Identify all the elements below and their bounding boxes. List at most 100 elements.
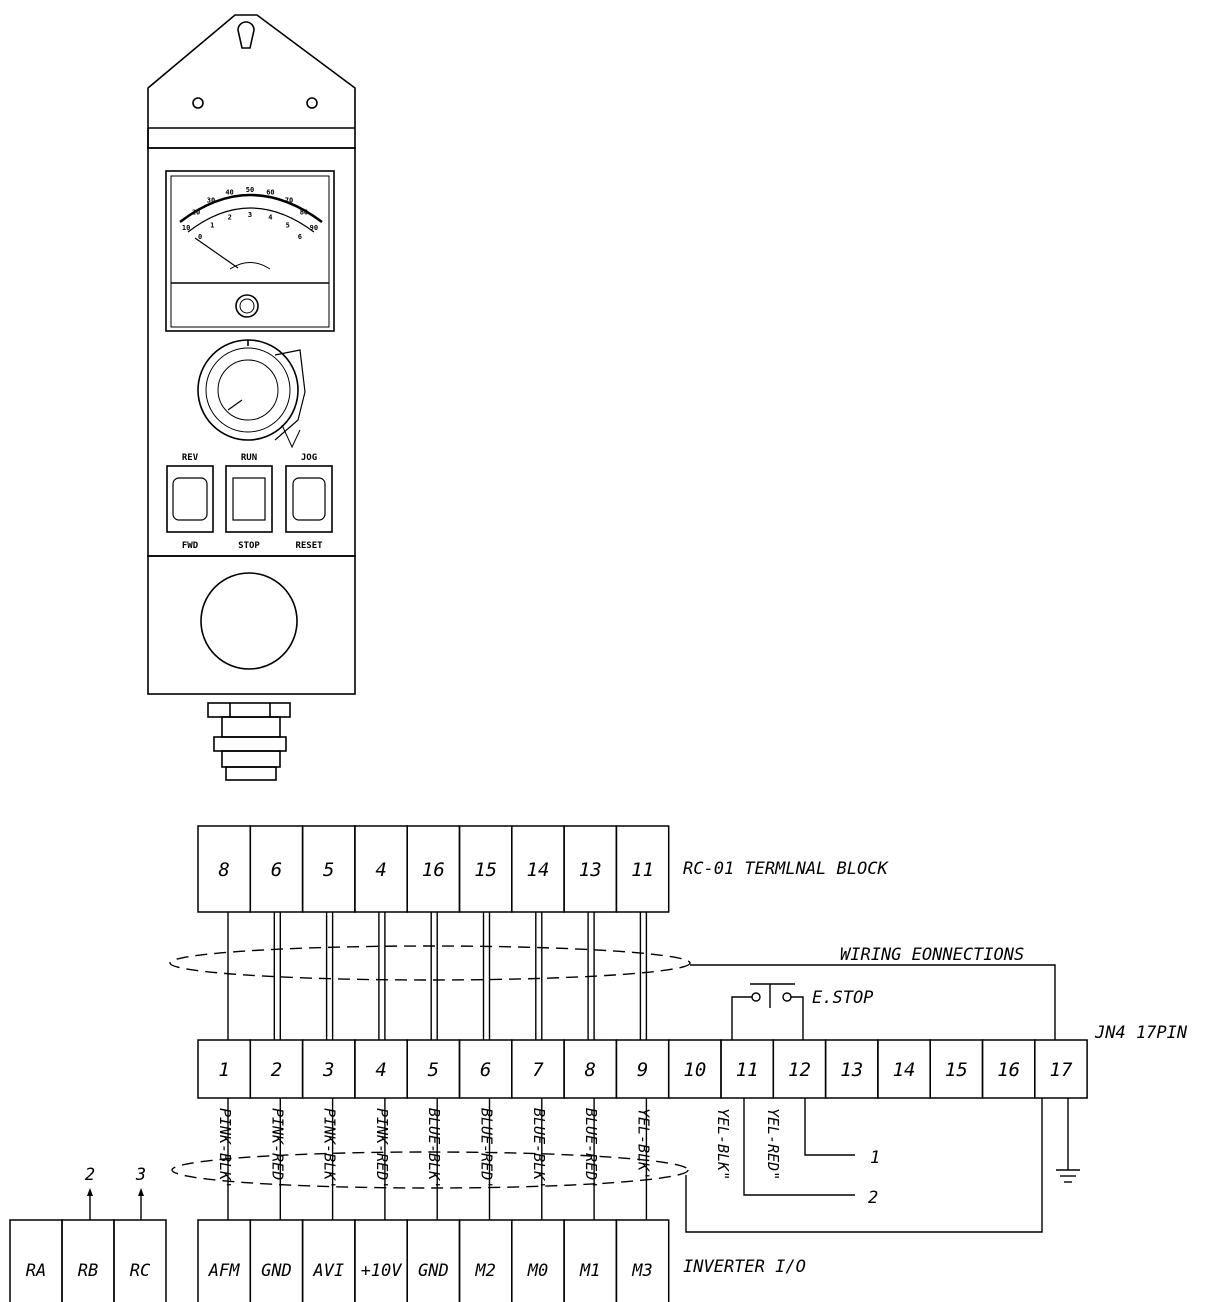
- jn4-pin-number: 16: [997, 1059, 1020, 1081]
- jn4-pin-number: 13: [840, 1059, 863, 1081]
- meter-scale-label: 80: [300, 209, 308, 217]
- switch-label-reset: RESET: [295, 541, 323, 551]
- meter-needle: [194, 237, 239, 269]
- inverter-terminal-label: AFM: [208, 1261, 240, 1281]
- wiring-connections-label: WIRING EONNECTIONS: [840, 945, 1024, 965]
- jn4-pin-number: 12: [788, 1059, 811, 1081]
- rc01-terminal: [615, 825, 670, 913]
- wire-color-label: YEL-RED": [764, 1108, 782, 1180]
- switch-rev-fwd[interactable]: [166, 465, 214, 533]
- meter-scale-label: 2: [228, 214, 232, 222]
- jn4-label: JN4 17PIN: [1094, 1023, 1188, 1043]
- jn4-pin: [1034, 1039, 1088, 1099]
- wire-color-label: PINK-BLK': [321, 1108, 339, 1189]
- meter-scale-label: 3: [248, 211, 252, 219]
- leader-label-2: 2: [868, 1188, 878, 1208]
- rc01-terminal-number: 14: [527, 859, 550, 881]
- jn4-pin-number: 4: [375, 1059, 386, 1081]
- jn4-pin-number: 6: [480, 1059, 491, 1081]
- cable-bundle-lower: [171, 1151, 689, 1189]
- keyhole-icon: [237, 21, 255, 49]
- wire-color-label: BLUE-BLK': [530, 1108, 548, 1189]
- jn4-pin-number: 14: [893, 1059, 916, 1081]
- wire-color-label: YEL-BLK': [634, 1108, 652, 1180]
- jn4-pin-number: 9: [637, 1059, 648, 1081]
- meter-scale-label: 6: [298, 233, 302, 241]
- rc01-terminal-number: 15: [474, 859, 497, 881]
- meter-scale-label: 0: [198, 233, 202, 241]
- relay-terminal-label: RA: [26, 1261, 46, 1281]
- rc01-label: RC-01 TERMLNAL BLOCK: [683, 859, 889, 879]
- jn4-pin-number: 2: [271, 1059, 282, 1081]
- inverter-terminal-label: +10V: [361, 1261, 403, 1281]
- meter-scale-label: 30: [207, 196, 215, 204]
- wire-color-label: BLUE-RED': [478, 1108, 496, 1189]
- relay-output-label: 2: [85, 1165, 95, 1185]
- shield-lead-lower: [685, 1098, 1043, 1233]
- rc01-terminal-number: 13: [579, 859, 602, 881]
- relay-terminal-label: RC: [130, 1261, 151, 1281]
- rc01-terminal-number: 8: [218, 859, 229, 881]
- wire-color-labels: PINK-BLK'PINK-RED'PINK-BLK'PINK-RED'BLUE…: [216, 1108, 782, 1189]
- meter-scale-label: 4: [268, 214, 272, 222]
- jn4-pin-number: 5: [428, 1059, 439, 1081]
- emergency-stop-button[interactable]: [200, 572, 298, 670]
- meter-scale-label: 70: [285, 196, 293, 204]
- wire-color-label: YEL-BLK": [714, 1108, 732, 1180]
- ground-icon: [1056, 1098, 1080, 1183]
- switch-jog-reset[interactable]: [285, 465, 333, 533]
- jn4-pin-number: 7: [532, 1059, 544, 1081]
- inverter-label: INVERTER I/O: [683, 1257, 806, 1277]
- switch-label-stop: STOP: [238, 541, 260, 551]
- jn4-pin-number: 3: [322, 1059, 334, 1081]
- pin-11-12-leaders: [743, 1098, 855, 1196]
- jn4-pin-number: 10: [683, 1059, 706, 1081]
- meter-scale-label: 40: [225, 189, 233, 197]
- meter-scale-label: 10: [182, 224, 190, 232]
- pendant-lower-body: [147, 555, 356, 695]
- wire-color-label: BLUE-RED': [582, 1108, 600, 1189]
- wire-color-label: BLUE-BLK': [425, 1108, 443, 1189]
- meter-scale-label: 20: [192, 209, 200, 217]
- meter-scale-label: 60: [266, 189, 274, 197]
- jn4-pin-number: 17: [1050, 1059, 1073, 1081]
- mounting-hole-icon: [306, 97, 318, 109]
- jn4-pin-number: 11: [736, 1059, 759, 1081]
- meter-scale-label: 90: [310, 224, 318, 232]
- meter-scale-arc: [179, 193, 323, 224]
- inverter-terminal-label: AVI: [312, 1261, 344, 1281]
- rc01-terminal-number: 6: [271, 859, 282, 881]
- cable-bundle-upper: [169, 945, 691, 981]
- relay-terminal: [113, 1219, 167, 1302]
- speed-knob[interactable]: [197, 339, 306, 449]
- inverter-terminal-label: M0: [527, 1261, 548, 1281]
- jn4-pin-number: 8: [585, 1059, 596, 1081]
- inverter-terminal-label: M1: [579, 1261, 600, 1281]
- meter-scale-label: 1: [210, 221, 214, 229]
- switch-label-fwd: FWD: [182, 541, 199, 551]
- pendant-cable-connector: [207, 702, 291, 781]
- switch-label-rev: REV: [182, 453, 199, 463]
- wire-color-label: PINK-RED': [268, 1108, 286, 1189]
- meter-zero-adjust-icon: [235, 294, 259, 318]
- inverter-terminal-label: GND: [418, 1261, 449, 1281]
- arrow-up-icon: [138, 1188, 144, 1196]
- jn4-pin-number: 1: [218, 1059, 229, 1081]
- estop-contact: [731, 983, 804, 1040]
- inverter-terminal-label: M3: [631, 1261, 652, 1281]
- pendant-body: [147, 147, 356, 557]
- switch-label-jog: JOG: [301, 453, 317, 463]
- jn4-pin-number: 15: [945, 1059, 968, 1081]
- speed-meter: [165, 170, 335, 332]
- mounting-hole-icon: [192, 97, 204, 109]
- estop-label: E.STOP: [812, 988, 873, 1008]
- switch-run-stop[interactable]: [225, 465, 273, 533]
- arrow-up-icon: [87, 1188, 93, 1196]
- meter-scale-label: 50: [246, 186, 254, 194]
- meter-scale-label: 5: [286, 221, 290, 229]
